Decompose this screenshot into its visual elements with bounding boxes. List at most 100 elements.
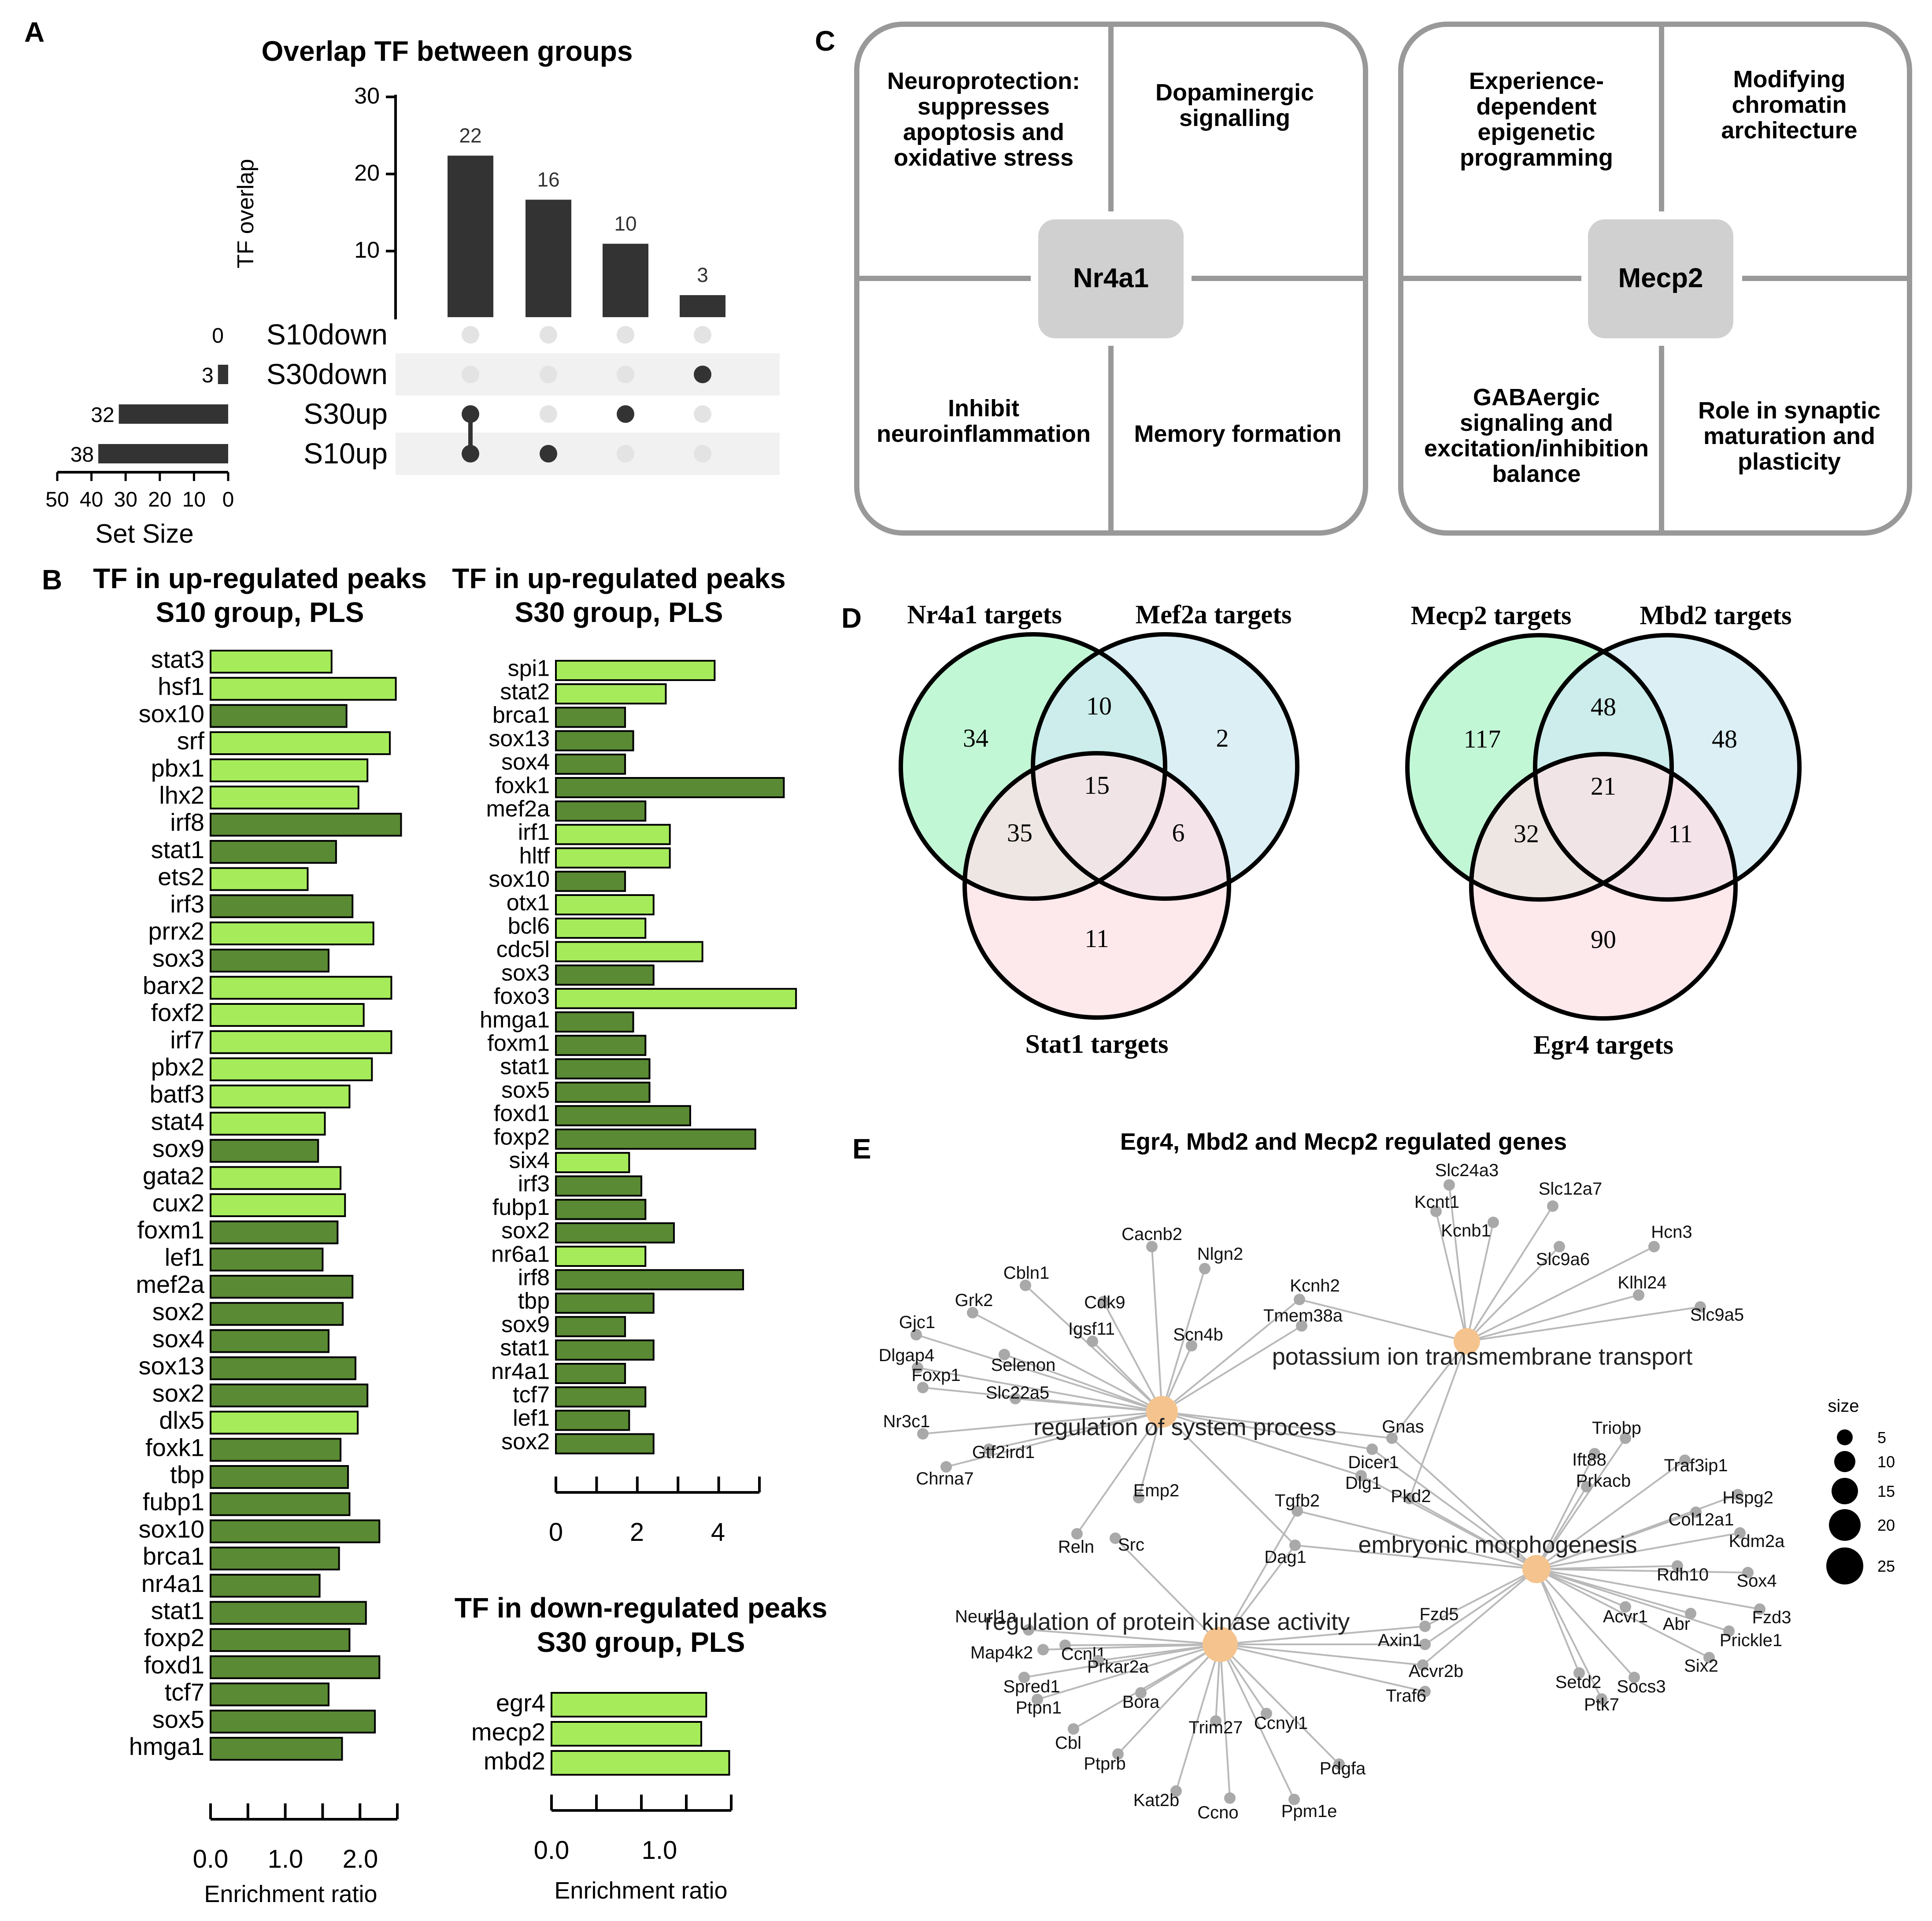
gene-label: Slc12a7 (1539, 1179, 1603, 1199)
gene-node (1672, 1560, 1683, 1572)
tf-label: foxo3 (494, 984, 550, 1009)
gene-node (1288, 1794, 1300, 1805)
venn-fill (965, 753, 1229, 1018)
gene-label: Nlgn2 (1197, 1244, 1244, 1264)
gene-node (1620, 1601, 1631, 1613)
venn-outline (1405, 633, 1674, 902)
tf-label: stat1 (500, 1054, 550, 1080)
b1-title-line2: S10 group, PLS (156, 596, 364, 628)
enrichment-bar (555, 1011, 634, 1033)
gene-label: Nr3c1 (883, 1412, 930, 1431)
tf-label: foxp2 (494, 1124, 550, 1150)
gene-node (1695, 1301, 1706, 1313)
tf-label: stat4 (151, 1107, 204, 1135)
enrichment-bar (210, 1166, 342, 1190)
gene-node (1292, 1505, 1303, 1517)
set-size-bar (218, 365, 228, 384)
b2-bar-chart: spi1stat2brca1sox13sox4foxk1mef2airf1hlt… (480, 655, 797, 1547)
network-edge (1536, 1453, 1595, 1569)
network-edge (1161, 1299, 1300, 1413)
legend-size-circle (1832, 1478, 1858, 1504)
tf-label: tbp (170, 1461, 204, 1488)
gene-node (1443, 1179, 1455, 1191)
tf-label: stat2 (500, 679, 550, 705)
upset-y-tick-label: 10 (354, 237, 380, 263)
network-edge (1161, 1268, 1206, 1412)
gene-label: Trim27 (1189, 1718, 1243, 1737)
enrichment-bar (555, 964, 655, 986)
gene-label: Reln (1058, 1537, 1094, 1557)
tf-label: sox10 (139, 700, 204, 727)
venn-set-label: Mef2a targets (1136, 600, 1292, 629)
tf-label: nr4a1 (491, 1358, 550, 1384)
tf-label: gata2 (143, 1162, 204, 1189)
gene-node (1355, 1470, 1367, 1481)
b2-title-line1: TF in up-regulated peaks (452, 563, 785, 594)
gene-label: Spred1 (1003, 1677, 1060, 1696)
network-edge (1536, 1565, 1678, 1570)
venn-outline (1031, 632, 1299, 901)
venn-region-count: 21 (1591, 772, 1616, 800)
tf-label: foxm1 (487, 1031, 550, 1056)
gene-node (983, 1444, 995, 1455)
gene-node (1620, 1432, 1631, 1444)
gene-label: Kcnh2 (1290, 1276, 1340, 1295)
gene-node (1648, 1241, 1660, 1252)
gene-label: Gnas (1382, 1417, 1424, 1436)
gene-node (1754, 1603, 1765, 1615)
gene-node (1679, 1455, 1691, 1466)
legend-size-label: 5 (1877, 1429, 1886, 1447)
enrichment-bar (210, 677, 397, 701)
tf-label: stat3 (151, 645, 204, 673)
set-label: S30up (303, 397, 388, 430)
venn-region-count: 90 (1591, 925, 1616, 954)
venn-set-label: Egr4 targets (1533, 1030, 1673, 1059)
venn-outline (899, 632, 1167, 901)
matrix-dot-active (540, 445, 557, 463)
enrichment-bar (210, 785, 359, 810)
tf-label: sox2 (501, 1218, 550, 1244)
tf-label: prrx2 (148, 917, 204, 945)
set-size-bar (118, 404, 228, 424)
set-size-value: 38 (70, 443, 94, 466)
nr4a1-q3-line1: Inhibit (948, 395, 1019, 422)
network-edge (1425, 1568, 1537, 1627)
x-tick-label: 2.0 (343, 1845, 378, 1873)
tf-label: cdc5l (496, 937, 550, 962)
tf-label: irf7 (170, 1026, 204, 1054)
gene-label: Acvr2b (1409, 1662, 1464, 1681)
nr4a1-box: Nr4a1 Neuroprotection: suppresses apopto… (854, 22, 1368, 536)
gene-node (1098, 1296, 1109, 1307)
legend-size-label: 10 (1877, 1453, 1895, 1471)
mecp2-q4-line1: Role in synaptic (1698, 397, 1880, 424)
gene-node (1685, 1608, 1696, 1619)
enrichment-bar (555, 1129, 756, 1150)
network-edge (1536, 1568, 1635, 1678)
matrix-stripe (396, 433, 780, 475)
network-edge (1371, 1448, 1537, 1570)
matrix-dot-inactive (462, 366, 479, 383)
mecp2-q3-line4: balance (1492, 461, 1580, 487)
gene-label: Ccnyl1 (1254, 1714, 1308, 1733)
gene-label: Dag1 (1264, 1547, 1307, 1567)
set-size-tick-label: 30 (114, 488, 137, 511)
gene-label: Neurl1a (955, 1607, 1017, 1626)
enrichment-bar (210, 1302, 344, 1326)
gene-node (1199, 1263, 1210, 1274)
network-edge (1409, 1341, 1468, 1499)
matrix-dot-inactive (694, 405, 711, 423)
tf-label: sox13 (139, 1352, 204, 1380)
tf-label: sox9 (501, 1312, 550, 1337)
venn-region-count: 117 (1464, 725, 1501, 753)
tf-label: mecp2 (471, 1718, 545, 1746)
set-size-tick-label: 50 (45, 488, 69, 511)
network-edge (946, 1411, 1162, 1468)
tf-label: brca1 (492, 703, 550, 728)
mecp2-q3-line2: signaling and (1460, 410, 1613, 436)
network-edge (1219, 1643, 1340, 1765)
network-edge (1114, 1537, 1221, 1645)
enrichment-bar (555, 660, 716, 681)
panel-e-network: E Egr4, Mbd2 and Mecp2 regulated genes K… (852, 1129, 1895, 1822)
enrichment-bar (555, 1386, 647, 1408)
